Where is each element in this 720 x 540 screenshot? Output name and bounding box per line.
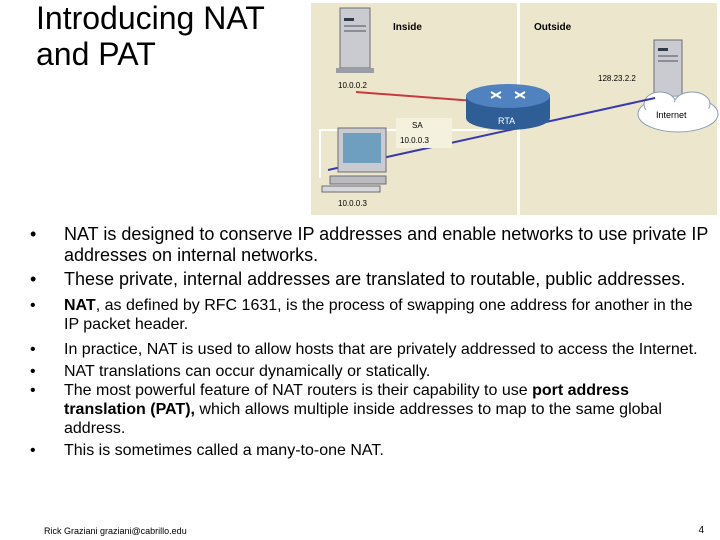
bullet-marker: • (30, 224, 37, 244)
bullet-bold-mid: port address translation (PAT), (64, 382, 629, 418)
bullet-text: The most powerful feature of NAT routers… (64, 382, 533, 399)
router-label: RTA (498, 116, 515, 126)
bullet-text: NAT translations can occur dynamically o… (64, 363, 431, 380)
page-number: 4 (698, 525, 704, 536)
bullet-item: • NAT is designed to conserve IP address… (30, 224, 710, 266)
title-line-1: Introducing NAT (36, 0, 265, 36)
title-line-2: and PAT (36, 36, 156, 72)
outside-server-icon (653, 39, 683, 101)
bullet-item: • In practice, NAT is used to allow host… (30, 340, 710, 359)
sa-box (396, 118, 452, 148)
bullet-marker: • (30, 269, 37, 289)
bullet-item: • NAT translations can occur dynamically… (30, 362, 710, 381)
slide-title: Introducing NAT and PAT (36, 0, 265, 72)
slide-footer: Rick Graziani graziani@cabrillo.edu (44, 526, 187, 536)
bullet-item: • The most powerful feature of NAT route… (30, 381, 710, 438)
bullet-list: • NAT is designed to conserve IP address… (30, 224, 710, 460)
pc-icon (321, 127, 387, 193)
bullet-item: • This is sometimes called a many-to-one… (30, 441, 710, 460)
outside-server-ip: 128.23.2.2 (598, 74, 636, 83)
bullet-text: , as defined by RFC 1631, is the process… (64, 297, 693, 333)
bullet-item: • NAT, as defined by RFC 1631, is the pr… (30, 296, 710, 334)
bullet-item: • These private, internal addresses are … (30, 269, 710, 290)
bullet-marker: • (30, 341, 36, 358)
pc-ip: 10.0.0.3 (338, 199, 367, 208)
router-icon (466, 84, 550, 130)
bullet-text: NAT is designed to conserve IP addresses… (64, 224, 709, 265)
nat-diagram: Inside Outside 10.0.0.2 128.23.2.2 Inter… (308, 0, 720, 218)
sa-label: SA (412, 121, 423, 130)
internet-label: Internet (656, 110, 687, 120)
bullet-marker: • (30, 382, 36, 399)
bullet-marker: • (30, 363, 36, 380)
sa-ip: 10.0.0.3 (400, 136, 429, 145)
bullet-text-after: which allows multiple inside addresses t… (64, 401, 662, 437)
bullet-marker: • (30, 442, 36, 459)
inside-server-ip: 10.0.0.2 (338, 81, 367, 90)
inside-server-icon (336, 7, 374, 73)
bullet-bold-lead: NAT (64, 297, 96, 314)
internet-cloud-icon (637, 91, 719, 133)
inside-label: Inside (393, 22, 422, 33)
outside-label: Outside (534, 22, 572, 33)
bullet-text: These private, internal addresses are tr… (64, 269, 686, 289)
bullet-marker: • (30, 297, 36, 314)
bullet-text: This is sometimes called a many-to-one N… (64, 442, 384, 459)
bullet-text: In practice, NAT is used to allow hosts … (64, 341, 698, 358)
